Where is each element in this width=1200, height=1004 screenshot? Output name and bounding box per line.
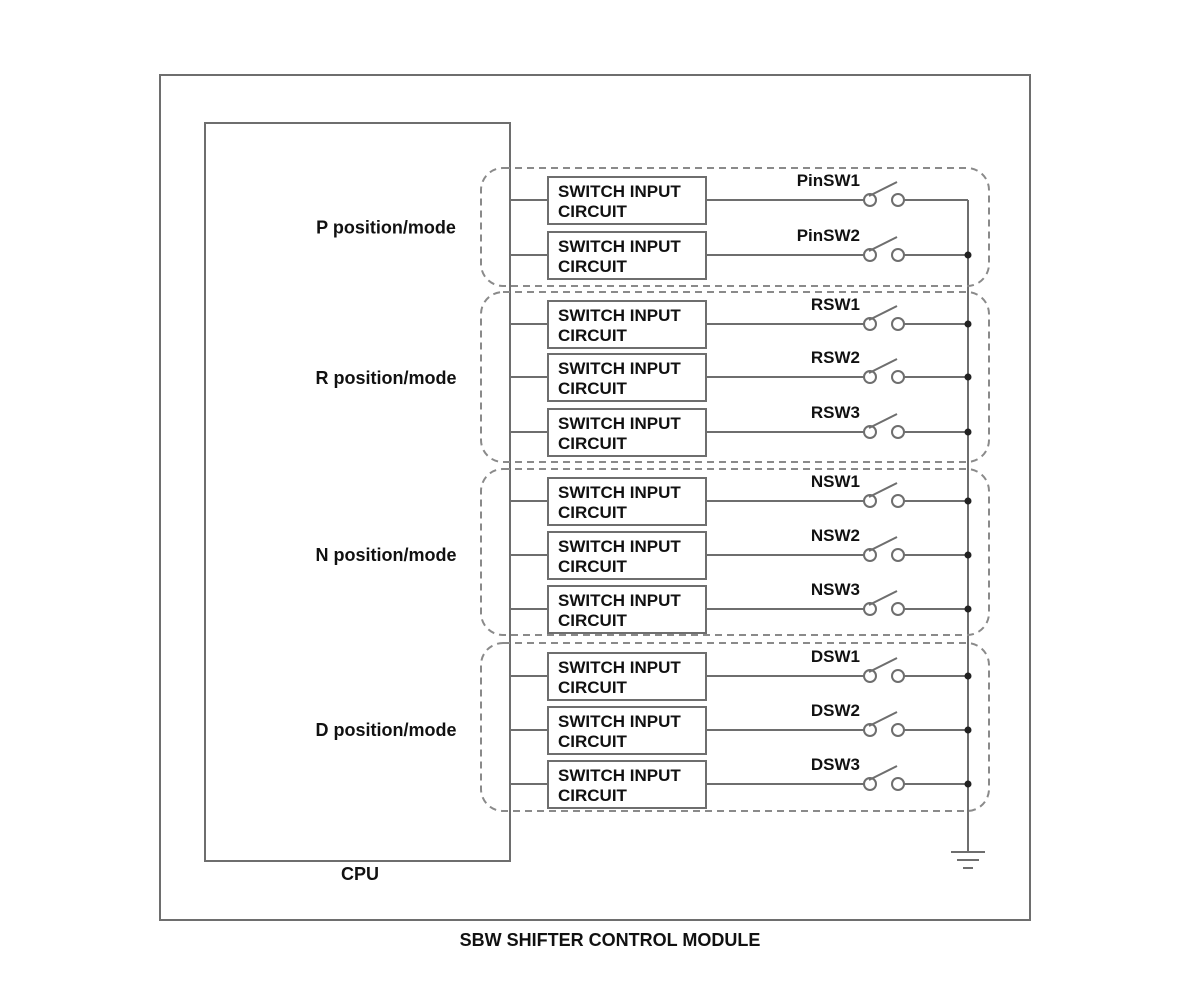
switch-input-circuit xyxy=(547,706,707,755)
junction-dot xyxy=(964,726,972,734)
circuit-label-line1: SWITCH INPUT xyxy=(558,591,681,610)
circuit-label-line2: CIRCUIT xyxy=(558,732,628,751)
switch-label: RSW1 xyxy=(811,295,860,314)
junction-dot xyxy=(964,373,972,381)
circuit-label-line2: CIRCUIT xyxy=(558,202,628,221)
switch-icon xyxy=(863,358,905,384)
group-outline xyxy=(480,291,990,463)
switch-icon xyxy=(863,657,905,683)
switch-input-circuit xyxy=(547,353,707,402)
circuit-label-line2: CIRCUIT xyxy=(558,434,628,453)
switch-icon xyxy=(863,482,905,508)
switch-input-circuit xyxy=(547,652,707,701)
switch-label: RSW3 xyxy=(811,403,860,422)
switch-label: PinSW2 xyxy=(797,226,860,245)
switch-icon xyxy=(863,536,905,562)
junction-dot xyxy=(964,251,972,259)
switch-icon xyxy=(863,181,905,207)
switch-label: NSW2 xyxy=(811,526,860,545)
circuit-label-line2: CIRCUIT xyxy=(558,257,628,276)
switch-label: DSW1 xyxy=(811,647,860,666)
circuit-label-line1: SWITCH INPUT xyxy=(558,182,681,201)
switch-icon xyxy=(863,305,905,331)
circuit-label-line2: CIRCUIT xyxy=(558,326,628,345)
module-frame xyxy=(159,74,1031,921)
junction-dot xyxy=(964,605,972,613)
junction-dot xyxy=(964,672,972,680)
group-label: R position/mode xyxy=(316,368,457,388)
junction-dot xyxy=(964,497,972,505)
circuit-label-line1: SWITCH INPUT xyxy=(558,359,681,378)
switch-label: DSW3 xyxy=(811,755,860,774)
switch-icon xyxy=(863,236,905,262)
switch-label: NSW1 xyxy=(811,472,860,491)
cpu-label: CPU xyxy=(341,864,379,884)
circuit-label-line2: CIRCUIT xyxy=(558,379,628,398)
cpu-block xyxy=(204,122,511,862)
switch-label: NSW3 xyxy=(811,580,860,599)
switch-input-circuit xyxy=(547,760,707,809)
group-outline xyxy=(480,468,990,636)
switch-label: DSW2 xyxy=(811,701,860,720)
junction-dot xyxy=(964,780,972,788)
switch-icon xyxy=(863,711,905,737)
module-label: SBW SHIFTER CONTROL MODULE xyxy=(460,930,761,950)
circuit-label-line1: SWITCH INPUT xyxy=(558,712,681,731)
circuit-label-line1: SWITCH INPUT xyxy=(558,306,681,325)
circuit-label-line1: SWITCH INPUT xyxy=(558,658,681,677)
group-label: D position/mode xyxy=(316,720,457,740)
switch-input-circuit xyxy=(547,408,707,457)
junction-dot xyxy=(964,428,972,436)
switch-icon xyxy=(863,765,905,791)
circuit-label-line1: SWITCH INPUT xyxy=(558,414,681,433)
switch-input-circuit xyxy=(547,531,707,580)
circuit-label-line2: CIRCUIT xyxy=(558,503,628,522)
circuit-label-line2: CIRCUIT xyxy=(558,786,628,805)
circuit-label-line2: CIRCUIT xyxy=(558,678,628,697)
circuit-label-line1: SWITCH INPUT xyxy=(558,483,681,502)
group-label: N position/mode xyxy=(316,545,457,565)
group-outline xyxy=(480,167,990,287)
ground-icon xyxy=(951,851,985,869)
group-outline xyxy=(480,642,990,812)
circuit-label-line1: SWITCH INPUT xyxy=(558,766,681,785)
switch-input-circuit xyxy=(547,176,707,225)
circuit-label-line2: CIRCUIT xyxy=(558,557,628,576)
group-label: P position/mode xyxy=(316,218,456,238)
junction-dot xyxy=(964,320,972,328)
switch-input-circuit xyxy=(547,231,707,280)
circuit-label-line1: SWITCH INPUT xyxy=(558,237,681,256)
circuit-label-line1: SWITCH INPUT xyxy=(558,537,681,556)
switch-icon xyxy=(863,413,905,439)
circuit-label-line2: CIRCUIT xyxy=(558,611,628,630)
junction-dot xyxy=(964,551,972,559)
switch-label: PinSW1 xyxy=(797,171,860,190)
switch-input-circuit xyxy=(547,300,707,349)
switch-label: RSW2 xyxy=(811,348,860,367)
switch-input-circuit xyxy=(547,585,707,634)
switch-icon xyxy=(863,590,905,616)
